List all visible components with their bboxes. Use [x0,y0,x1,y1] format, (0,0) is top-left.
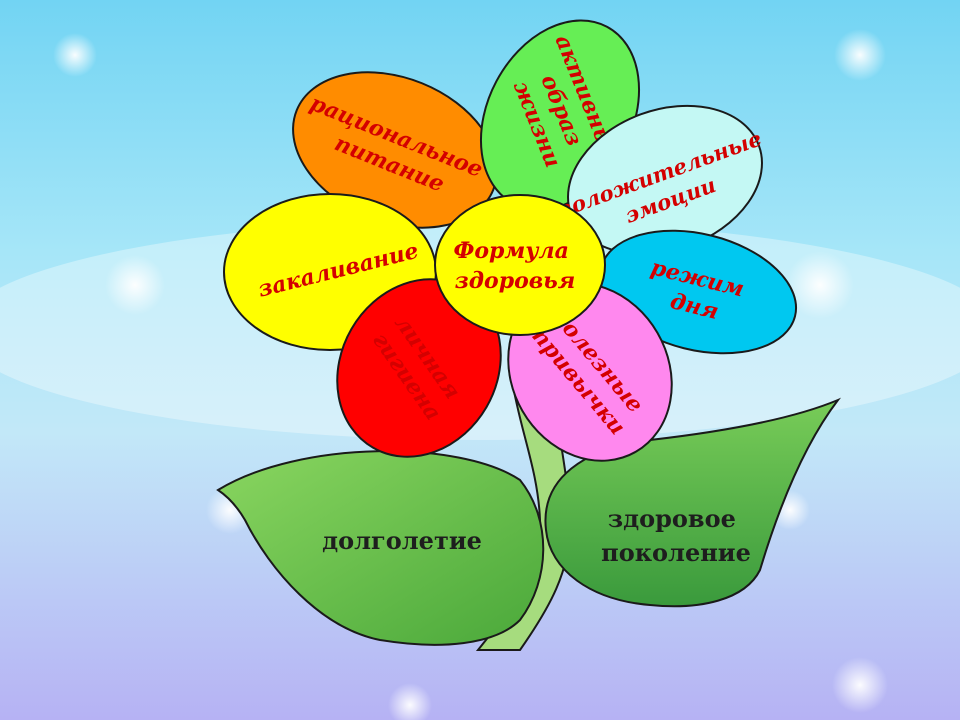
sparkle [786,251,854,319]
sparkle [105,255,165,315]
sparkle [834,29,886,81]
sparkle [388,683,432,720]
sparkle [53,33,97,77]
leaf-left-label: долголетие [322,526,482,555]
petal-active: активный образ жизни [479,19,641,211]
leaf-right-label: здоровое поколение [601,504,751,567]
leaf-right-line1: здоровое [608,504,736,533]
leaf-right-line2: поколение [601,538,751,567]
petal-nutrition: рациональное питание [292,71,498,229]
flower-center [434,194,606,336]
sparkle [832,657,888,713]
center-label: Формула здоровья [453,238,576,294]
petal-hygiene: личная гигиена [336,278,502,458]
